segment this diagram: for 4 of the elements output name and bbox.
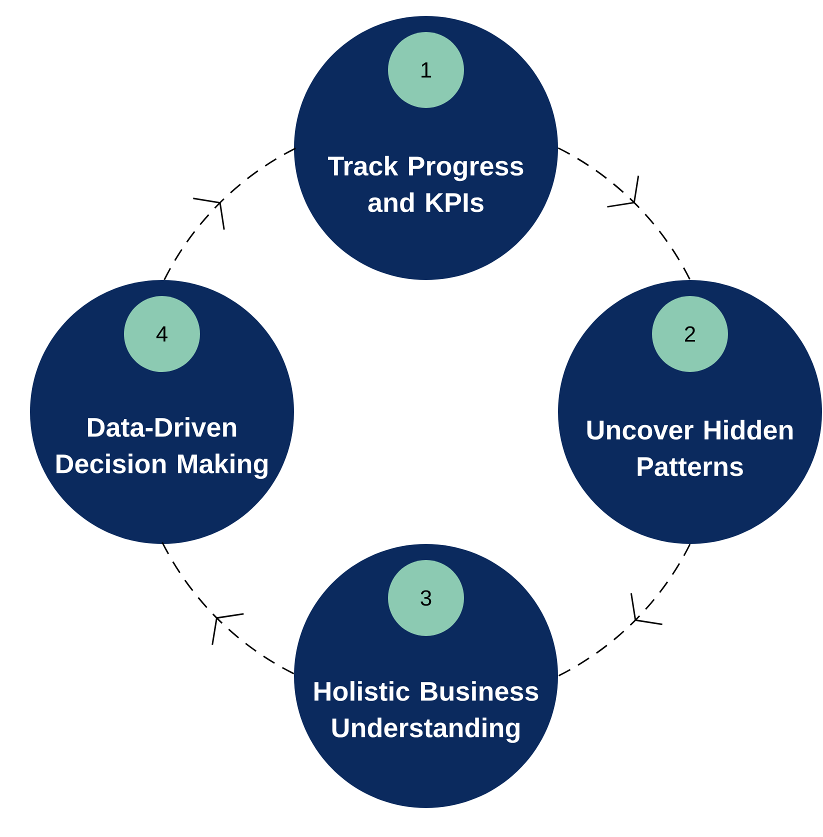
number-badge: 2 bbox=[652, 296, 728, 372]
number-badge: 3 bbox=[388, 560, 464, 636]
number-badge: 4 bbox=[124, 296, 200, 372]
number-badge: 1 bbox=[388, 32, 464, 108]
